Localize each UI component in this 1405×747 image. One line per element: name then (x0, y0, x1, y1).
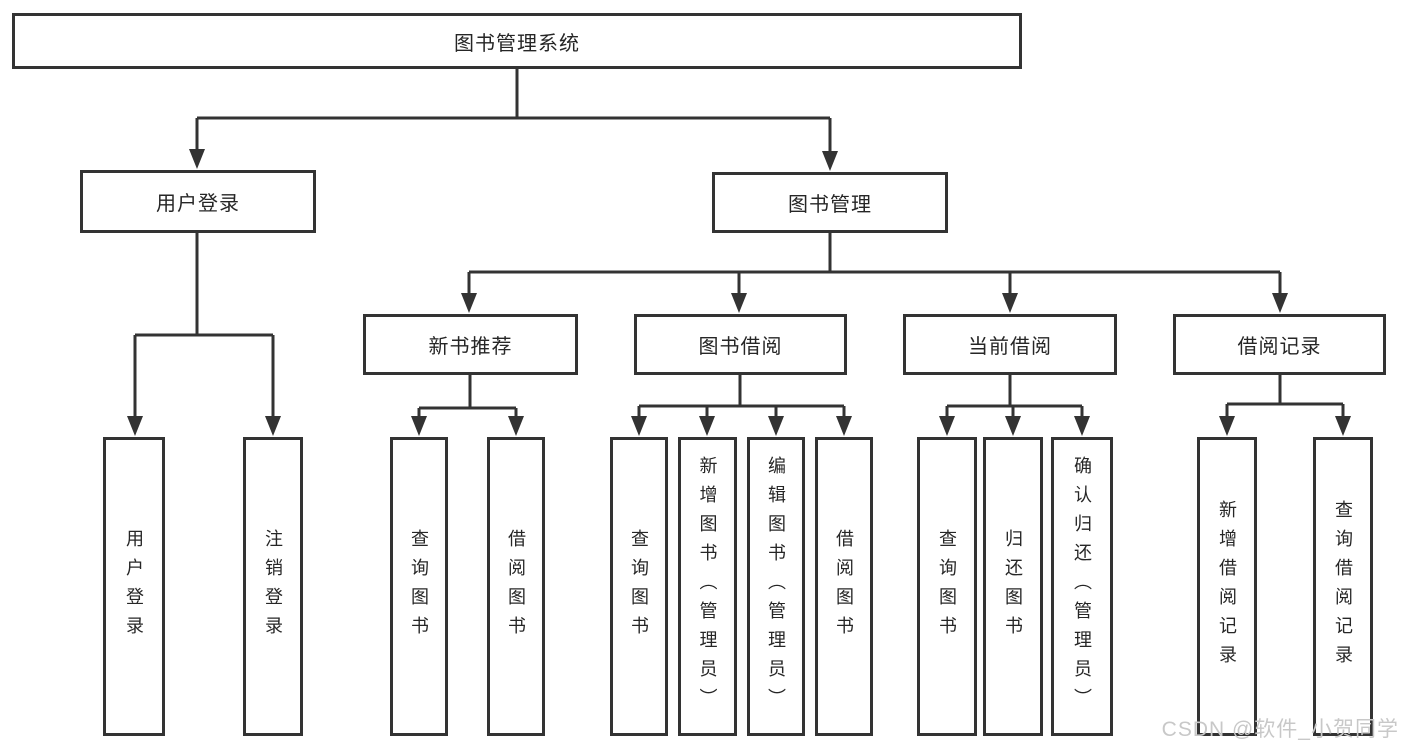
node-label: 图书管理 (788, 194, 872, 216)
leaf-br-query-record: 查询借阅记录 (1313, 437, 1373, 736)
leaf-br-add-record: 新增借阅记录 (1197, 437, 1257, 736)
node-label: 用户登录 (156, 193, 240, 215)
node-label: 借阅记录 (1237, 336, 1322, 358)
node-label: 编辑图书（管理员） (766, 456, 786, 717)
watermark: CSDN @软件_小贺同学 (1161, 718, 1399, 741)
node-book-management: 图书管理 (712, 172, 948, 233)
node-label: 图书借阅 (698, 336, 783, 358)
leaf-bb-add-books-admin: 新增图书（管理员） (678, 437, 737, 736)
arrowheads (127, 149, 1351, 436)
node-label: 查询借阅记录 (1333, 499, 1353, 674)
node-label: 借阅图书 (506, 528, 526, 645)
node-label: 新增借阅记录 (1217, 499, 1237, 674)
leaf-logout: 注销登录 (243, 437, 303, 736)
node-user-login: 用户登录 (80, 170, 316, 233)
node-label: 查询图书 (409, 528, 429, 645)
node-label: 新书推荐 (428, 336, 513, 358)
node-label: 查询图书 (937, 528, 957, 645)
node-borrow-records: 借阅记录 (1173, 314, 1386, 375)
node-library-management-system: 图书管理系统 (12, 13, 1022, 69)
leaf-bb-borrow-books: 借阅图书 (815, 437, 873, 736)
leaf-cb-confirm-return-admin: 确认归还（管理员） (1051, 437, 1113, 736)
leaf-bb-query-books: 查询图书 (610, 437, 668, 736)
node-label: 借阅图书 (834, 528, 854, 645)
node-label: 用户登录 (124, 528, 144, 645)
node-label: 确认归还（管理员） (1072, 456, 1092, 717)
node-label: 查询图书 (629, 528, 649, 645)
node-label: 注销登录 (263, 528, 283, 645)
leaf-bb-edit-books-admin: 编辑图书（管理员） (747, 437, 805, 736)
node-book-borrow: 图书借阅 (634, 314, 847, 375)
leaf-cb-query-books: 查询图书 (917, 437, 977, 736)
node-current-borrow: 当前借阅 (903, 314, 1117, 375)
leaf-cb-return-books: 归还图书 (983, 437, 1043, 736)
leaf-user-login: 用户登录 (103, 437, 165, 736)
node-new-book-recommend: 新书推荐 (363, 314, 578, 375)
leaf-nb-borrow-books: 借阅图书 (487, 437, 545, 736)
node-label: 图书管理系统 (454, 32, 580, 55)
node-label: 新增图书（管理员） (697, 456, 718, 717)
node-label: 当前借阅 (968, 336, 1052, 358)
node-label: 归还图书 (1003, 528, 1023, 645)
leaf-nb-query-books: 查询图书 (390, 437, 448, 736)
